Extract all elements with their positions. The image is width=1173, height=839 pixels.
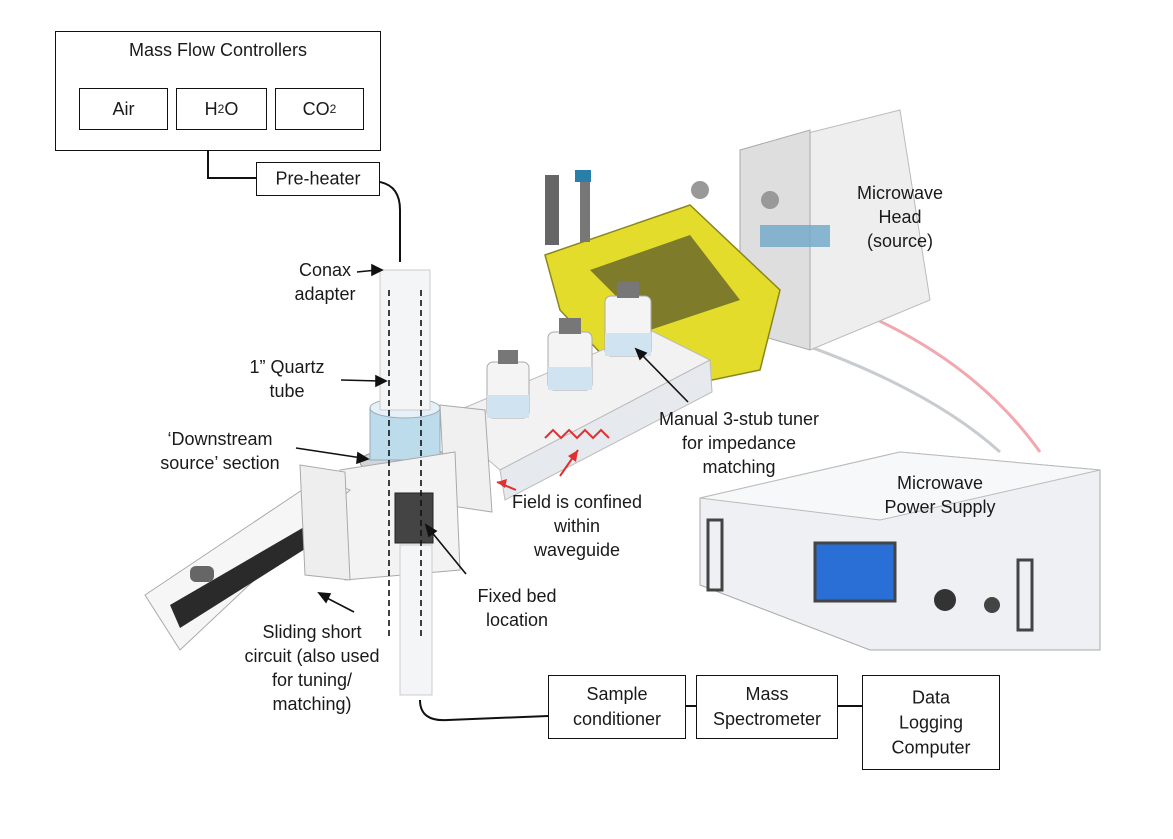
mass-spectrometer-box: Mass Spectrometer — [696, 675, 838, 739]
downstream-source-label: ‘Downstream source’ section — [160, 429, 280, 473]
tuning-stubs — [486, 282, 652, 419]
sample-conditioner-line-2: conditioner — [572, 709, 662, 729]
mfc-to-preheater-line — [207, 150, 258, 179]
data-logging-line-1: Data — [911, 687, 951, 707]
preheater-label: Pre-heater — [275, 168, 361, 189]
quartz-tube-label: 1” Quartz tube — [249, 357, 325, 401]
microwave-power-label: Microwave Power Supply — [884, 473, 996, 517]
sample-conditioner-box: Sample conditioner — [548, 675, 686, 739]
data-logging-line-3: Computer — [891, 737, 971, 757]
conax-adapter-label: Conax adapter — [294, 260, 356, 304]
mass-spectrometer-line-2: Spectrometer — [712, 709, 822, 729]
data-logging-box: Data Logging Computer — [862, 675, 1000, 770]
mass-spectrometer-line-1: Mass — [745, 684, 789, 704]
microwave-head-label: Microwave Head (source) — [856, 183, 944, 251]
yellow-launcher — [544, 170, 781, 396]
fixed-bed-label: Fixed bed location — [477, 586, 557, 630]
tube-to-sample-line — [419, 699, 549, 722]
leader-arrows — [295, 263, 689, 613]
field-confined-label: Field is confined within waveguide — [511, 492, 643, 560]
sliding-short — [144, 464, 351, 651]
power-supply — [699, 451, 1101, 651]
preheater-box: Pre-heater — [256, 162, 380, 196]
stub-tuner-label: Manual 3-stub tuner for impedance matchi… — [658, 409, 820, 477]
sliding-short-label: Sliding short circuit (also used for tun… — [244, 622, 380, 714]
mfc-title: Mass Flow Controllers — [128, 40, 308, 60]
data-logging-line-2: Logging — [898, 712, 964, 732]
sample-conditioner-line-1: Sample — [586, 684, 648, 704]
quartz-tube — [379, 269, 433, 696]
preheater-to-conax-line — [379, 181, 401, 262]
air-box: Air — [79, 88, 168, 130]
microwave-head — [691, 109, 931, 351]
